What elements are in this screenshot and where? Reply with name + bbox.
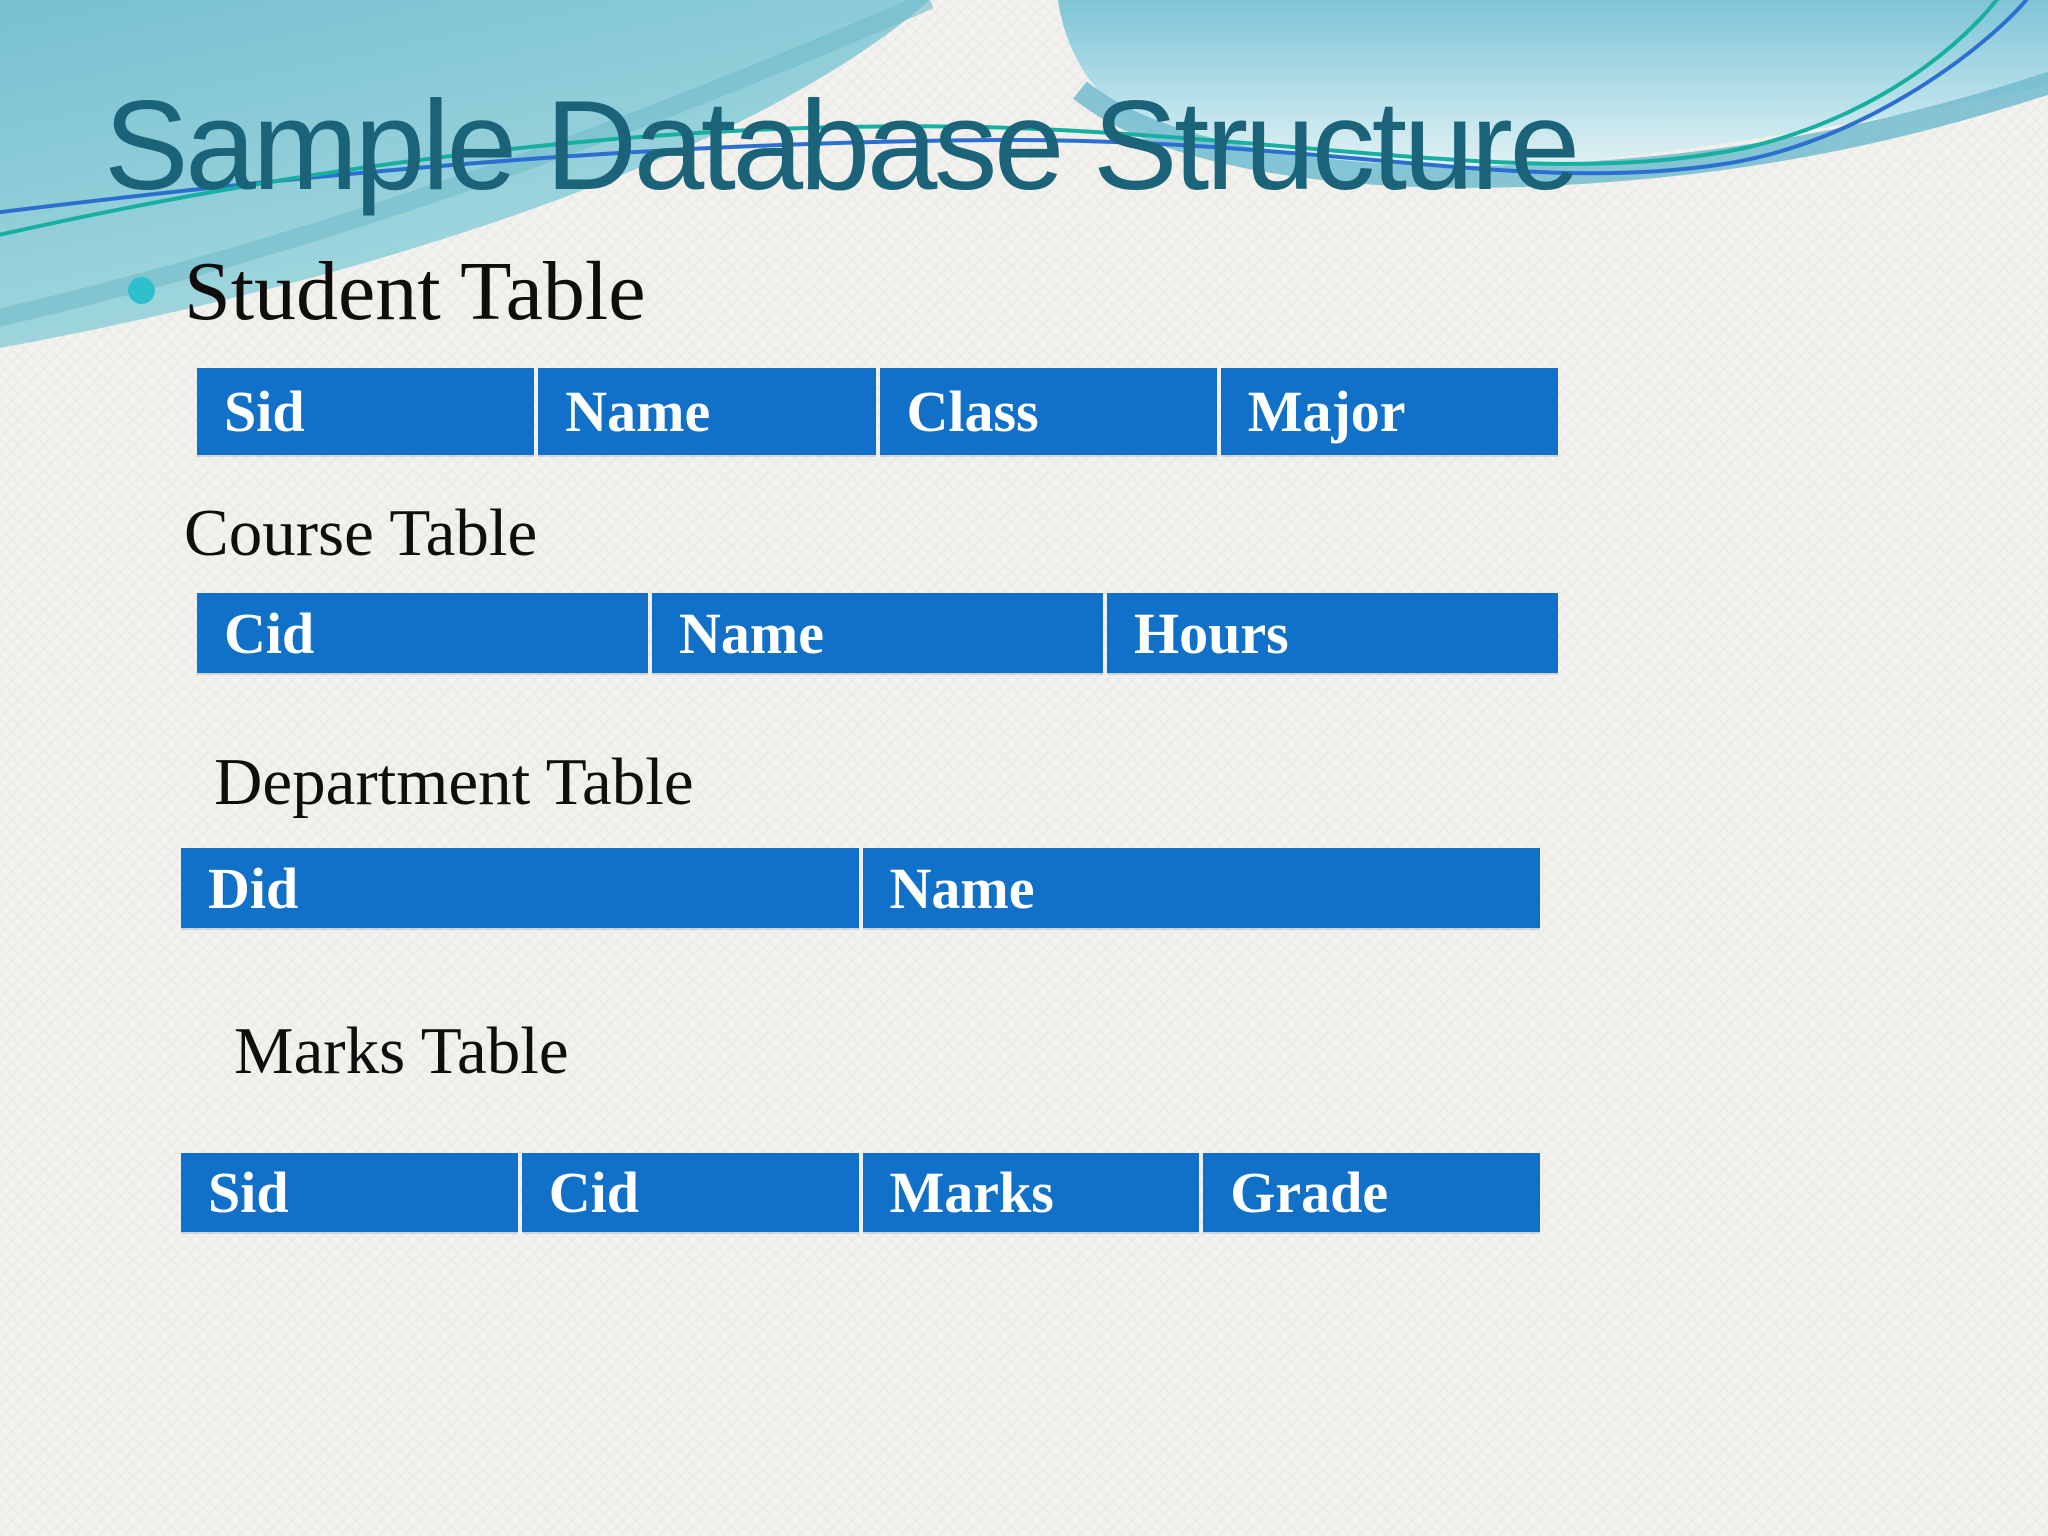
student-col-major: Major: [1220, 368, 1558, 455]
department-col-did: Did: [181, 848, 859, 928]
course-col-cid: Cid: [197, 593, 648, 673]
table-course-header-row: Cid Name Hours: [197, 593, 1558, 673]
student-col-class: Class: [879, 368, 1217, 455]
course-col-hours: Hours: [1107, 593, 1558, 673]
section-label-course: Course Table: [184, 496, 538, 570]
marks-col-marks: Marks: [862, 1153, 1200, 1232]
section-label-student: Student Table: [184, 245, 646, 338]
department-col-name: Name: [862, 848, 1540, 928]
table-marks-header-row: Sid Cid Marks Grade: [181, 1153, 1540, 1232]
student-col-name: Name: [538, 368, 876, 455]
table-student-header-row: Sid Name Class Major: [197, 368, 1558, 455]
table-department-header-row: Did Name: [181, 848, 1540, 928]
marks-col-cid: Cid: [521, 1153, 859, 1232]
course-col-name: Name: [652, 593, 1103, 673]
page-title: Sample Database Structure: [104, 74, 1580, 216]
marks-col-sid: Sid: [181, 1153, 518, 1232]
section-label-department: Department Table: [214, 745, 694, 819]
student-col-sid: Sid: [197, 368, 535, 455]
marks-col-grade: Grade: [1203, 1153, 1540, 1232]
bullet-icon: [128, 277, 155, 304]
section-label-marks: Marks Table: [234, 1014, 569, 1088]
